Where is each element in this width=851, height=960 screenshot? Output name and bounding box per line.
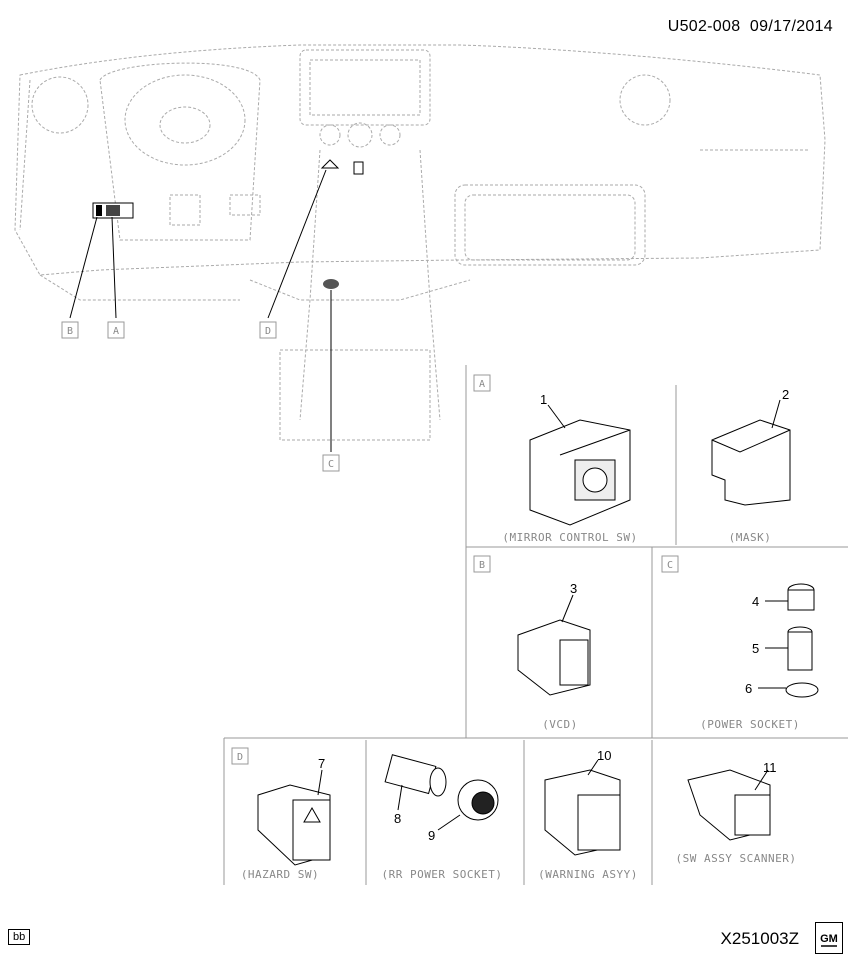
svg-text:GM: GM xyxy=(820,933,838,945)
hazard-switch-icon xyxy=(320,159,340,169)
part-number-2: 2 xyxy=(782,387,789,402)
leader-9 xyxy=(437,814,461,831)
vcd-switch-icon xyxy=(96,205,102,216)
illustration-id: X251003Z xyxy=(720,929,799,948)
hazard-switch-part xyxy=(257,784,331,866)
mask-part xyxy=(711,419,791,506)
diagram-header: U502-008 09/17/2014 xyxy=(668,18,833,36)
callout-d: D xyxy=(265,326,271,337)
leader-lines xyxy=(69,169,332,452)
part-number-10: 10 xyxy=(597,748,611,763)
panel-c-letter: C xyxy=(667,560,673,571)
caption-vcd: (VCD) xyxy=(542,718,578,731)
panel-grid xyxy=(223,365,848,885)
gm-logo: GM xyxy=(815,922,843,954)
part-number-5: 5 xyxy=(752,641,759,656)
warning-switch-icon xyxy=(353,161,364,175)
doc-date: 09/17/2014 xyxy=(749,18,833,35)
mirror-switch-icon xyxy=(106,205,120,216)
leader-3 xyxy=(561,594,574,623)
leader-11 xyxy=(754,769,769,791)
rr-power-socket-part xyxy=(384,754,499,821)
caption-rr-power-socket: (RR POWER SOCKET) xyxy=(381,868,502,881)
scanner-switch-part xyxy=(687,769,771,841)
leader-1 xyxy=(547,404,566,429)
part-number-1: 1 xyxy=(540,392,547,407)
leader-2 xyxy=(771,399,781,429)
caption-hazard-sw: (HAZARD SW) xyxy=(241,868,319,881)
panel-a-letter: A xyxy=(479,379,485,390)
mirror-control-switch-part xyxy=(529,419,631,526)
callout-b: B xyxy=(67,326,73,337)
part-number-4: 4 xyxy=(752,594,759,609)
power-socket-part xyxy=(785,583,819,698)
caption-warning-assyy: (WARNING ASYY) xyxy=(538,868,638,881)
part-number-7: 7 xyxy=(318,756,325,771)
caption-sw-assy-scanner: (SW ASSY SCANNER) xyxy=(675,852,796,865)
callout-boxes: B A D C xyxy=(61,321,340,472)
doc-id: U502-008 xyxy=(667,18,741,35)
panel-b-letter: B xyxy=(479,560,485,571)
leader-10 xyxy=(587,759,599,776)
leader-8 xyxy=(397,784,403,811)
caption-power-socket: (POWER SOCKET) xyxy=(700,718,800,731)
dashboard-outline xyxy=(14,44,826,441)
warning-assy-part xyxy=(544,769,621,856)
vcd-switch-part xyxy=(517,619,591,696)
panel-d-letter: D xyxy=(237,752,243,763)
callout-c: C xyxy=(328,459,334,470)
callout-a: A xyxy=(113,326,119,337)
part-number-3: 3 xyxy=(570,581,577,596)
leader-7 xyxy=(317,769,323,796)
part-number-9: 9 xyxy=(428,828,435,843)
footer-code-box: bb xyxy=(8,929,31,945)
caption-mask: (MASK) xyxy=(729,531,772,544)
part-number-11: 11 xyxy=(763,760,777,775)
gm-logo-icon: GM xyxy=(820,933,838,947)
power-socket-icon xyxy=(323,279,339,289)
caption-mirror-control-sw: (MIRROR CONTROL SW) xyxy=(502,531,637,544)
part-number-6: 6 xyxy=(745,681,752,696)
part-number-8: 8 xyxy=(394,811,401,826)
panel-letters: A B C D xyxy=(231,374,679,765)
